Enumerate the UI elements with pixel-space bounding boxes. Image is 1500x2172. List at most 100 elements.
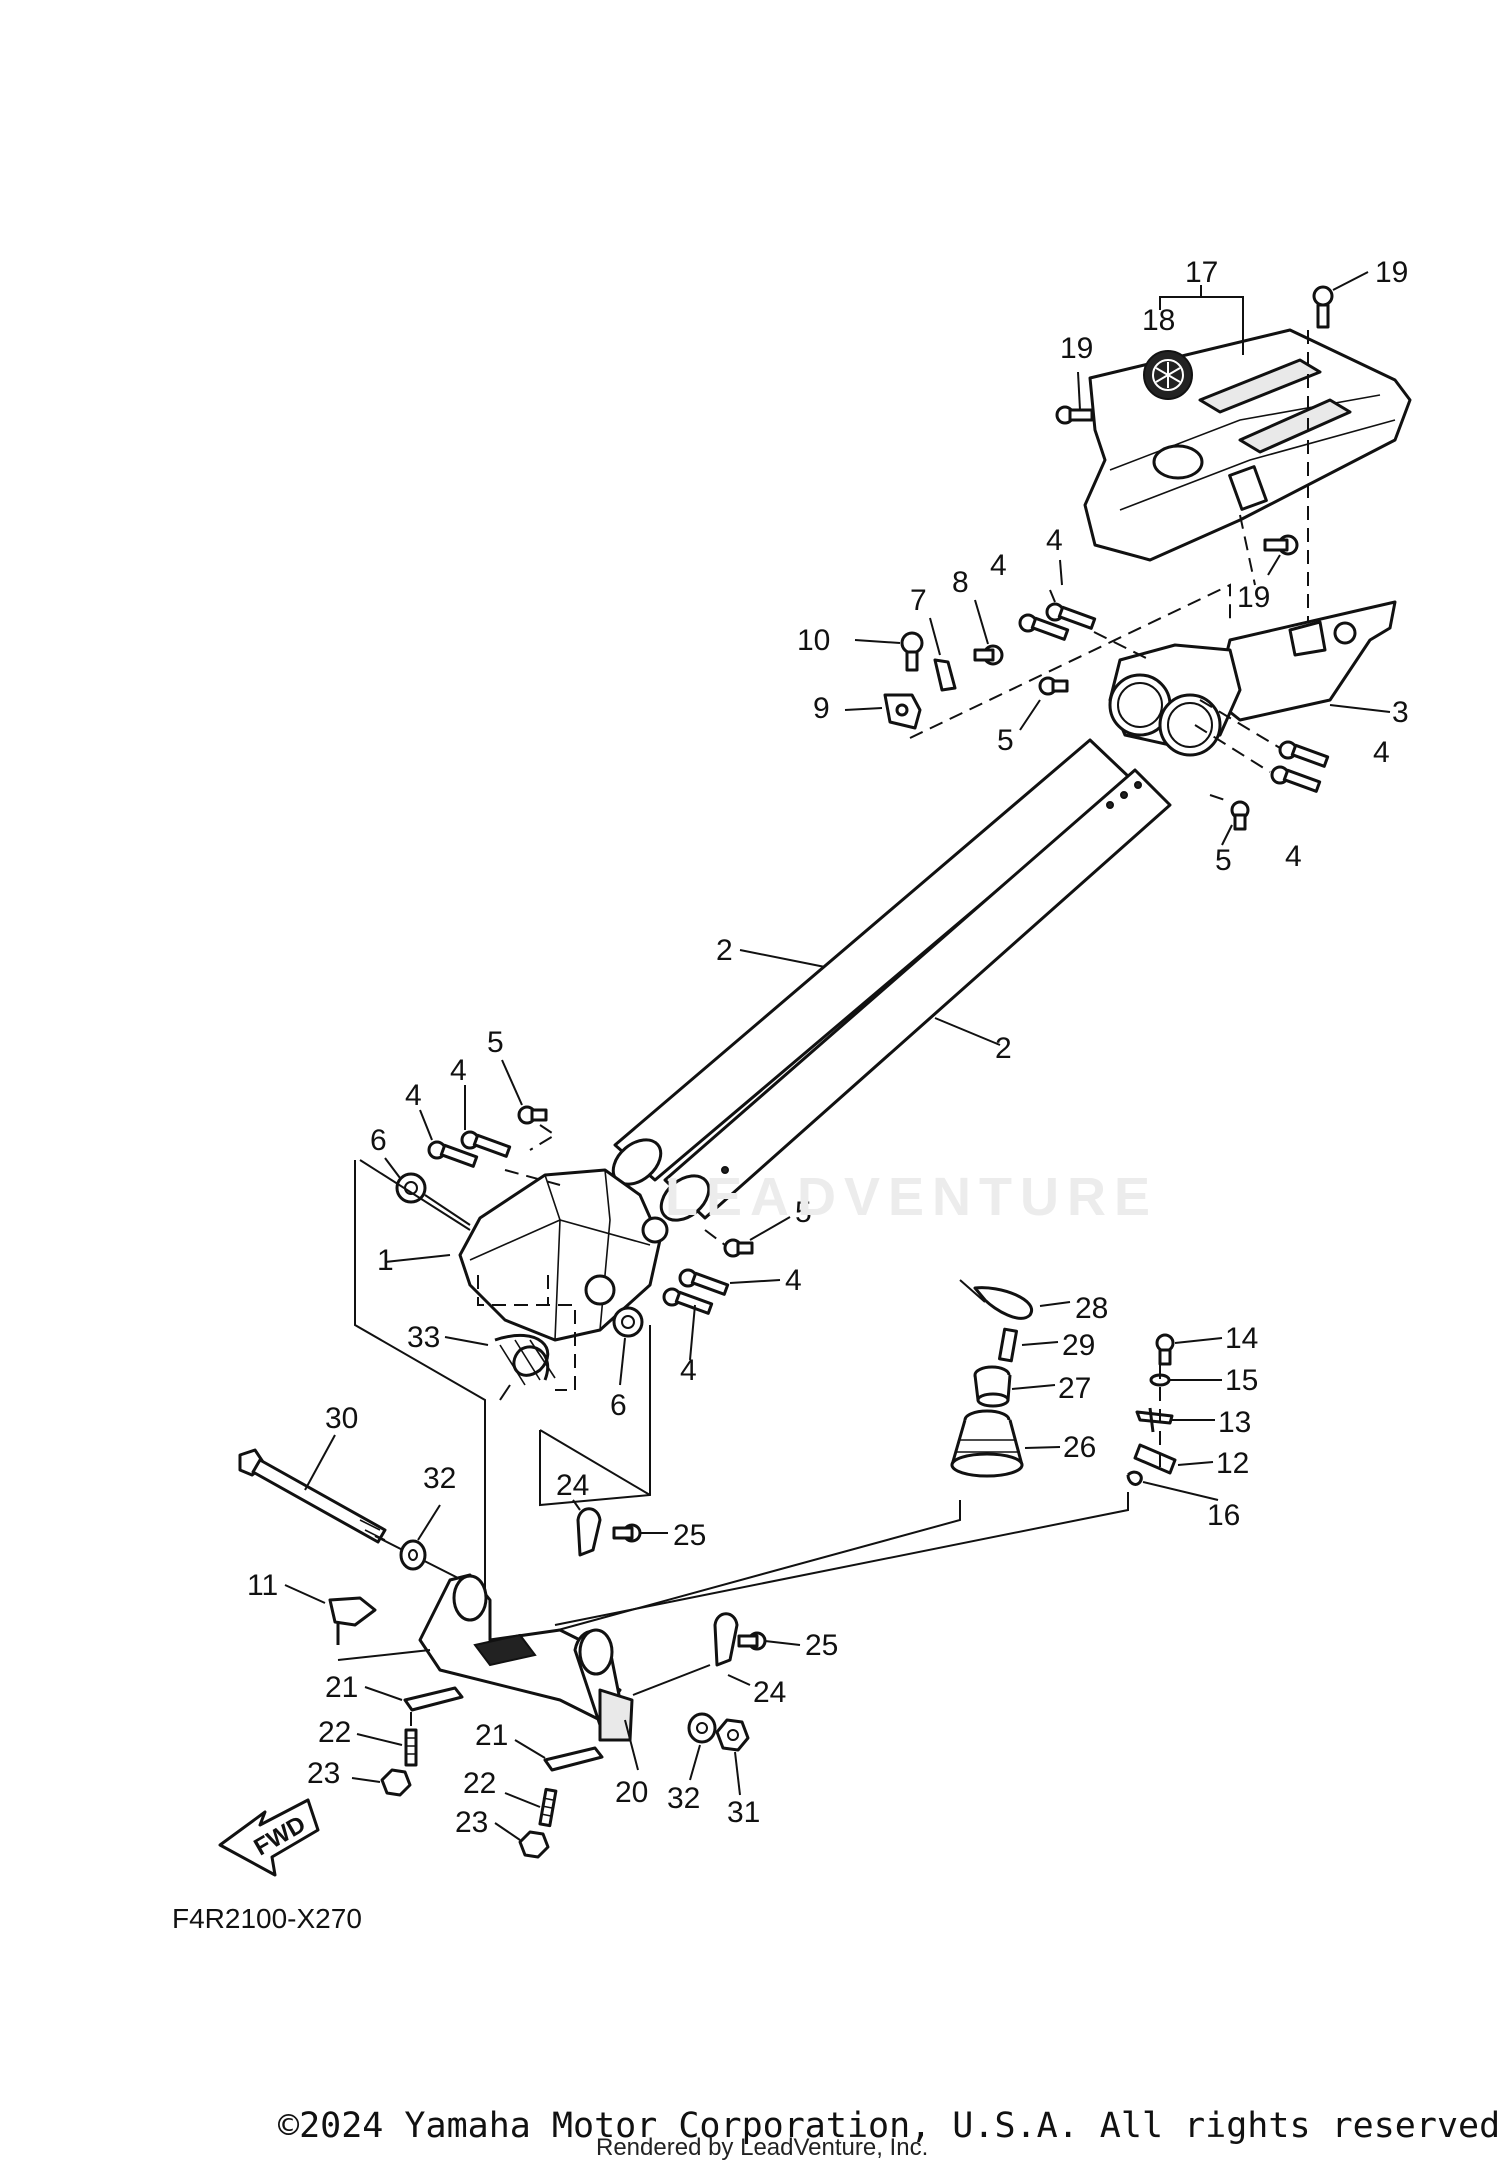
- callout-4-e: 4: [450, 1054, 467, 1087]
- drawing-code: F4R2100-X270: [172, 1903, 362, 1934]
- screw-5-lower-right: [723, 1238, 754, 1258]
- callout-4-a: 4: [1046, 524, 1063, 557]
- pole-2-right: [659, 768, 1172, 1222]
- washer-32-right: [687, 1712, 717, 1744]
- plate-21-right: [543, 1746, 604, 1772]
- copyright-text: ©2024 Yamaha Motor Corporation, U.S.A. A…: [278, 2106, 1500, 2146]
- callout-24-right: 24: [753, 1676, 786, 1709]
- bolt-4-c: [1278, 740, 1330, 768]
- bushing-6-left: [395, 1172, 427, 1204]
- callout-9: 9: [813, 692, 830, 725]
- upper-cover-17: [1083, 328, 1412, 562]
- bushing-6-right: [612, 1306, 644, 1338]
- callout-12: 12: [1216, 1447, 1249, 1480]
- callout-labels: 17 19 18 19 4 8 19 7 4 10 9 3 5 4 4 5 2 …: [247, 256, 1409, 1839]
- bolt-22-left: [404, 1728, 418, 1767]
- callout-19-top: 19: [1375, 256, 1408, 289]
- callout-29: 29: [1062, 1329, 1095, 1362]
- pad-11: [328, 1596, 377, 1645]
- screw-25-right: [737, 1631, 767, 1651]
- handlepole-bracket-3: [1108, 600, 1397, 757]
- screw-5-upper-right: [1230, 800, 1250, 831]
- callout-24-left: 24: [556, 1469, 589, 1502]
- clamp-24-left: [576, 1507, 602, 1557]
- screw-19-top: [1312, 285, 1334, 329]
- bolt-4-h: [662, 1287, 714, 1315]
- callout-10: 10: [797, 624, 830, 657]
- band-28: [959, 1279, 1034, 1320]
- callout-33: 33: [407, 1321, 440, 1354]
- callout-6-b: 6: [610, 1389, 627, 1422]
- callout-22-left: 22: [318, 1716, 351, 1749]
- fwd-arrow-icon: FWD: [218, 1798, 320, 1877]
- callout-20: 20: [615, 1776, 648, 1809]
- boot-27: [973, 1365, 1012, 1408]
- callout-23-left: 23: [307, 1757, 340, 1790]
- callout-22-right: 22: [463, 1767, 496, 1800]
- rod-12: [1133, 1443, 1177, 1475]
- screw-19-left: [1055, 405, 1094, 425]
- clip-16: [1126, 1470, 1143, 1486]
- callout-19-left: 19: [1060, 332, 1093, 365]
- callout-5-a: 5: [997, 724, 1014, 757]
- bolt-10: [900, 631, 924, 672]
- callout-8: 8: [952, 566, 969, 599]
- callout-25-left: 25: [673, 1519, 706, 1552]
- plate-21-left: [403, 1686, 464, 1712]
- clamp-9: [883, 693, 922, 730]
- bolt-4-f: [460, 1130, 512, 1158]
- callout-19-right: 19: [1237, 581, 1270, 614]
- washer-32-left: [399, 1539, 427, 1571]
- pivot-bracket-20: [418, 1573, 634, 1742]
- callout-2-b: 2: [995, 1032, 1012, 1065]
- emblem-18: [1143, 350, 1193, 400]
- callout-11: 11: [247, 1569, 278, 1602]
- callout-4-b: 4: [990, 549, 1007, 582]
- callout-26: 26: [1063, 1431, 1096, 1464]
- callout-27: 27: [1058, 1372, 1091, 1405]
- bolt-4-g: [678, 1268, 730, 1296]
- callout-17: 17: [1185, 256, 1218, 289]
- callout-5-b: 5: [1215, 844, 1232, 877]
- callout-13: 13: [1218, 1406, 1251, 1439]
- clamp-24-right: [713, 1612, 739, 1667]
- callout-5-d: 5: [795, 1196, 812, 1229]
- callout-4-f: 4: [405, 1079, 422, 1112]
- callout-15: 15: [1225, 1364, 1258, 1397]
- clip-7: [933, 658, 957, 692]
- callout-25-right: 25: [805, 1629, 838, 1662]
- nut-23-right: [518, 1830, 550, 1859]
- callout-32-left: 32: [423, 1462, 456, 1495]
- callout-4-g: 4: [785, 1264, 802, 1297]
- callout-4-c: 4: [1373, 736, 1390, 769]
- callout-32-right: 32: [667, 1782, 700, 1815]
- callout-30: 30: [325, 1402, 358, 1435]
- watermark: LEADVENTURE: [665, 1167, 1159, 1227]
- callout-3: 3: [1392, 696, 1409, 729]
- bolt-4-e: [427, 1140, 479, 1168]
- clip-13: [1135, 1407, 1174, 1433]
- screw-5-upper-left: [1038, 676, 1069, 696]
- callout-1: 1: [377, 1244, 394, 1277]
- pin-29: [997, 1327, 1019, 1363]
- screw-8: [973, 644, 1004, 666]
- callout-4-h: 4: [680, 1354, 697, 1387]
- bolt-30: [238, 1448, 463, 1581]
- callout-23-right: 23: [455, 1806, 488, 1839]
- callout-21-right: 21: [475, 1719, 508, 1752]
- callout-28: 28: [1075, 1292, 1108, 1325]
- screw-25-left: [612, 1523, 642, 1543]
- screw-5-lower-top: [517, 1105, 548, 1125]
- bolt-22-right: [538, 1787, 558, 1828]
- nut-31: [715, 1718, 750, 1752]
- callout-16: 16: [1207, 1499, 1240, 1532]
- callout-14: 14: [1225, 1322, 1258, 1355]
- callout-5-c: 5: [487, 1026, 504, 1059]
- callout-21-left: 21: [325, 1671, 358, 1704]
- callout-4-d: 4: [1285, 840, 1302, 873]
- nut-23-left: [380, 1768, 412, 1797]
- callout-18: 18: [1142, 304, 1175, 337]
- screw-19-right: [1263, 534, 1299, 556]
- callout-2-a: 2: [716, 934, 733, 967]
